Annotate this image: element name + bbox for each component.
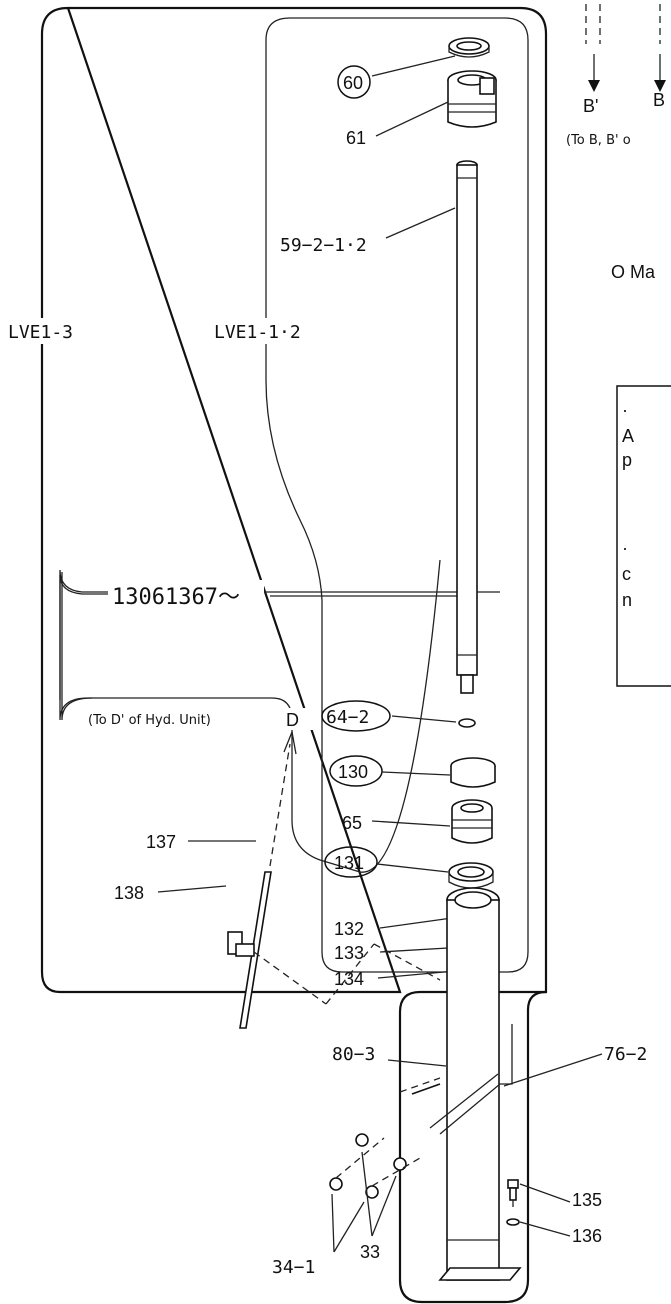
part-133-label: 133: [334, 943, 364, 963]
part-135-bolt: [507, 1179, 519, 1210]
part-64-oring: [458, 718, 476, 728]
svg-text:·: ·: [622, 538, 628, 558]
side-note: O Ma: [611, 262, 656, 282]
port-b-label: B: [653, 90, 665, 110]
pipe-note: (To D' of Hyd. Unit): [88, 713, 211, 728]
part-65-label: 65: [342, 813, 362, 833]
part-138-elbow: [227, 931, 441, 1005]
part-131-seal: [448, 862, 494, 889]
inner-variant-label: LVE1-1·2: [214, 322, 301, 343]
part-34-label: 34−1: [272, 1257, 315, 1278]
part-136-label: 136: [572, 1226, 602, 1246]
svg-text:A: A: [622, 426, 634, 446]
part-60-seal: [448, 37, 490, 58]
svg-text:·: ·: [622, 400, 628, 420]
part-60-label: 60: [343, 73, 363, 93]
part-59-rod: [456, 160, 478, 694]
port-b-prime-label: B': [583, 96, 598, 116]
part-134-label: 134: [334, 969, 364, 989]
svg-text:c: c: [622, 564, 631, 584]
part-130-label: 130: [338, 762, 368, 782]
part-33-label: 33: [360, 1242, 380, 1262]
svg-text:n: n: [622, 590, 632, 610]
top-note: (To B, B' o: [566, 133, 631, 148]
part-59-label: 59−2−1·2: [280, 235, 367, 256]
part-132-label: 132: [334, 919, 364, 939]
part-65-bushing: [451, 799, 493, 844]
part-80-label: 80−3: [332, 1044, 375, 1065]
part-76-label: 76−2: [604, 1044, 647, 1065]
part-131-label: 131: [334, 853, 364, 873]
part-61-cap: [447, 70, 497, 128]
note-box: [616, 385, 671, 687]
part-80-cylinder: [438, 887, 522, 1281]
top-port-lines: [585, 4, 666, 92]
outer-variant-frame: [40, 6, 548, 1304]
part-137-pipe: [239, 729, 297, 1029]
pipe-port-label: D: [286, 710, 299, 730]
part-135-label: 135: [572, 1190, 602, 1210]
part-34-nuts: [329, 1177, 379, 1199]
outer-variant-label: LVE1-3: [8, 322, 73, 343]
svg-text:p: p: [622, 450, 632, 470]
part-136-washer: [506, 1218, 520, 1226]
part-138-label: 138: [114, 883, 144, 903]
part-33-washers: [355, 1133, 407, 1171]
part-130-ring: [450, 757, 496, 788]
part-76-bracket: [399, 1024, 513, 1135]
part-137-label: 137: [146, 832, 176, 852]
part-64-label: 64−2: [326, 707, 369, 728]
serial-note: 13061367〜: [112, 585, 240, 610]
part-61-label: 61: [346, 128, 366, 148]
serial-variant-loop: [59, 559, 500, 873]
